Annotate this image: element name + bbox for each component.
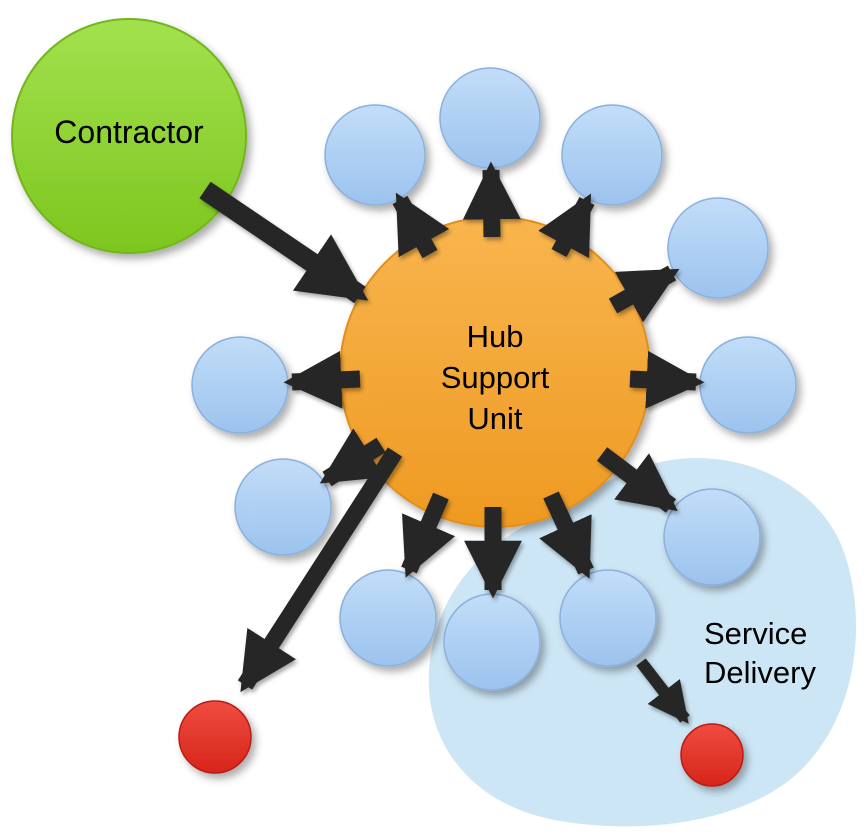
satellite-node	[339, 569, 437, 667]
hub-arrow	[283, 350, 361, 409]
satellite-node	[439, 67, 541, 169]
hub-arrow	[319, 428, 386, 487]
hub-arrow	[462, 161, 521, 238]
satellite-node	[667, 197, 769, 299]
hub-to-endpoint-arrow	[237, 447, 403, 693]
hub-arrow	[538, 193, 595, 259]
endpoint-nodes	[178, 700, 744, 787]
satellite-nodes	[191, 67, 797, 691]
satellite-to-endpoint-arrow	[636, 658, 690, 724]
hub-arrow	[596, 447, 678, 513]
endpoint-node-left	[178, 700, 252, 774]
service-delivery-label-line-2: Delivery	[704, 655, 816, 690]
hub-arrow	[629, 350, 705, 409]
hub-label-line-2: Support	[441, 360, 550, 395]
contractor-node	[11, 18, 247, 254]
hub-arrow	[608, 265, 680, 323]
endpoint-node-right	[680, 723, 744, 787]
satellite-node	[561, 104, 663, 206]
satellite-node	[663, 488, 761, 586]
satellite-node	[699, 336, 797, 434]
hub-arrow	[401, 492, 456, 578]
contractor-label: Contractor	[54, 114, 204, 150]
contractor-to-hub-arrow	[199, 181, 369, 304]
service-delivery-label-line-1: Service	[704, 616, 807, 651]
hub-label-line-1: Hub	[467, 319, 524, 354]
arrows	[199, 161, 705, 724]
hub-arrow	[539, 491, 594, 579]
satellite-node	[559, 569, 657, 667]
satellite-node	[191, 336, 289, 434]
satellite-node	[324, 104, 426, 206]
hub-label-line-3: Unit	[467, 401, 523, 436]
satellite-node	[443, 593, 541, 691]
hub-arrow	[392, 192, 450, 259]
satellite-node	[234, 458, 332, 556]
